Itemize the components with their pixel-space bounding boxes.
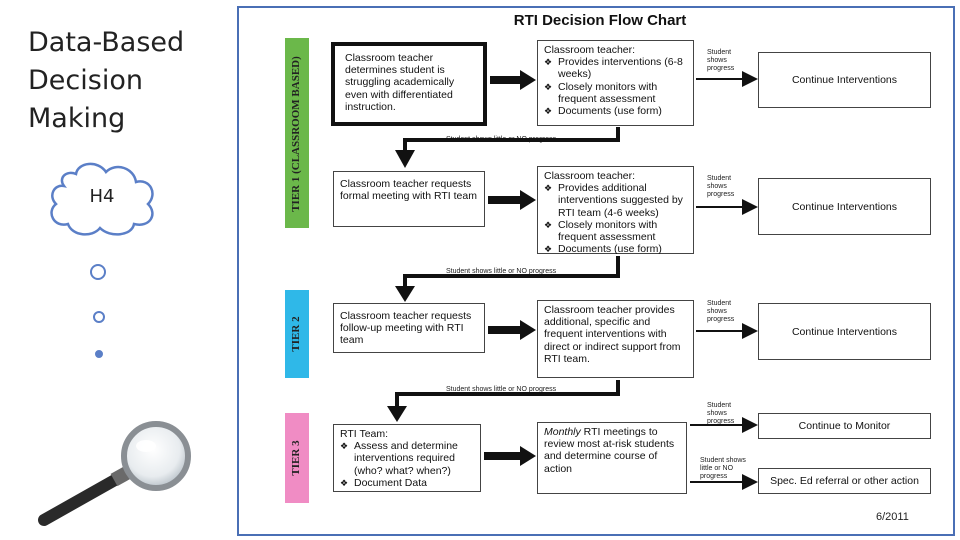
- tier1b-teacher-box: Classroom teacher: Provides additional i…: [537, 166, 694, 256]
- tier2-request-box: Classroom teacher requests follow-up mee…: [333, 303, 485, 353]
- result-continue-monitor: Continue to Monitor: [758, 413, 931, 439]
- tier-3-bar: [285, 413, 309, 503]
- chart-title: RTI Decision Flow Chart: [513, 12, 687, 29]
- list-item: Document Data: [340, 477, 474, 489]
- slide-title: Data-Based Decision Making: [28, 24, 228, 138]
- down-note: Student shows little or NO progress: [446, 386, 557, 393]
- tier1-start-box: Classroom teacher determines student is …: [331, 42, 487, 126]
- list-item: Documents (use form): [544, 105, 687, 117]
- slide-title-line: Decision: [28, 65, 143, 96]
- thought-bubble-small: [95, 350, 103, 358]
- tier1-teacher-box: Classroom teacher: Provides intervention…: [537, 40, 694, 126]
- progress-note: Student shows progress: [707, 402, 735, 425]
- tier2-teacher-box: Classroom teacher provides additional, s…: [537, 300, 694, 378]
- progress-note: Student shows progress: [707, 300, 735, 323]
- list-item: Documents (use form): [544, 243, 687, 255]
- tier-1-label: TIER 1 (CLASSROOM BASED): [290, 56, 302, 212]
- result-sped-referral: Spec. Ed referral or other action: [758, 468, 931, 494]
- tier-1-bar: [285, 38, 309, 228]
- cloud-label: H4: [89, 186, 115, 207]
- result-continue-interventions-1: Continue Interventions: [758, 52, 931, 108]
- tier-3-label: TIER 3: [290, 440, 302, 476]
- slide-title-line: Data-Based: [28, 27, 185, 58]
- magnifying-glass-icon: [38, 421, 191, 526]
- tier1-request-box: Classroom teacher requests formal meetin…: [333, 171, 485, 227]
- thought-cloud-icon: [50, 162, 154, 236]
- progress-note: Student shows progress: [707, 49, 735, 72]
- tier-2-label: TIER 2: [290, 316, 302, 352]
- slide-title-line: Making: [28, 103, 126, 134]
- monthly-emphasis: Monthly: [544, 426, 581, 438]
- down-note: Student shows little or NO progress: [446, 268, 557, 275]
- list-item: Closely monitors with frequent assessmen…: [544, 81, 687, 105]
- tier3-rti-team-box: RTI Team: Assess and determine intervent…: [333, 424, 481, 492]
- list-item: Closely monitors with frequent assessmen…: [544, 219, 687, 243]
- list-item: Assess and determine interventions requi…: [340, 440, 474, 477]
- footer-date: 6/2011: [876, 511, 909, 523]
- down-note: Student shows little or NO progress: [446, 136, 557, 143]
- thought-bubble-large: [90, 264, 106, 280]
- thought-bubble-medium: [93, 311, 105, 323]
- result-continue-interventions-3: Continue Interventions: [758, 303, 931, 360]
- result-continue-interventions-2: Continue Interventions: [758, 178, 931, 235]
- progress-note: Student shows progress: [707, 175, 735, 198]
- little-progress-note: Student shows little or NO progress: [700, 457, 746, 480]
- list-item: Provides interventions (6-8 weeks): [544, 56, 687, 80]
- tier-2-bar: [285, 290, 309, 378]
- list-item: Provides additional interventions sugges…: [544, 182, 687, 219]
- tier3-monthly-box: Monthly RTI meetings to review most at-r…: [537, 422, 687, 494]
